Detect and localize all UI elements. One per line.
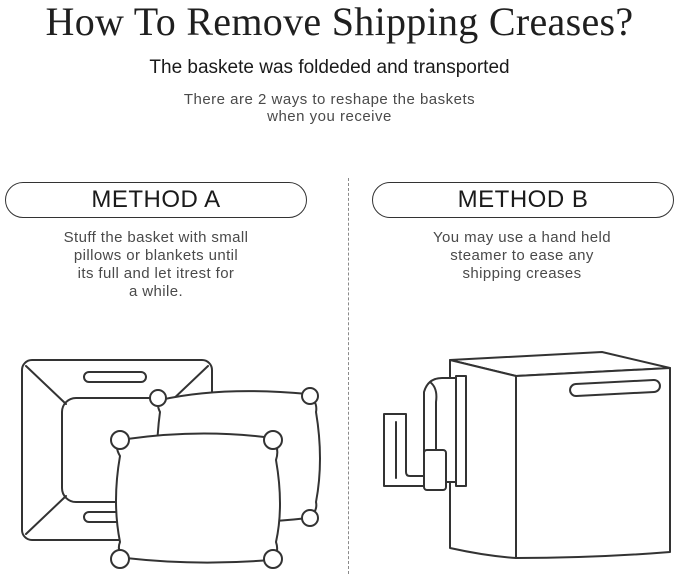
method-a-line: Stuff the basket with small [63, 229, 249, 246]
intro-text: There are 2 ways to reshape the baskets … [0, 91, 659, 125]
pillow-front-icon [110, 430, 283, 569]
subtitle: The baskete was foldeded and transported [149, 57, 510, 78]
hand-steamer-and-basket-icon [383, 351, 671, 559]
column-divider [348, 178, 349, 574]
method-a-description: Stuff the basket with small pillows or b… [6, 229, 306, 301]
method-a-line: pillows or blankets until [73, 247, 239, 264]
intro-line: There are 2 ways to reshape the baskets [183, 91, 476, 108]
method-a-line: its full and let itrest for [77, 265, 235, 282]
basket-box-icon [449, 351, 671, 559]
method-b-line: shipping creases [462, 265, 582, 282]
intro-line: when you receive [267, 108, 392, 125]
method-b-line: steamer to ease any [450, 247, 594, 264]
method-b-description: You may use a hand held steamer to ease … [372, 229, 672, 283]
method-a-line: a while. [128, 283, 184, 300]
basket-with-pillows-icon [21, 359, 321, 569]
method-b-line: You may use a hand held [433, 229, 611, 246]
method-a-label: METHOD A [5, 182, 307, 218]
steamer-icon [383, 375, 467, 491]
method-b-label: METHOD B [372, 182, 674, 218]
page-title: How To Remove Shipping Creases? [45, 0, 634, 44]
